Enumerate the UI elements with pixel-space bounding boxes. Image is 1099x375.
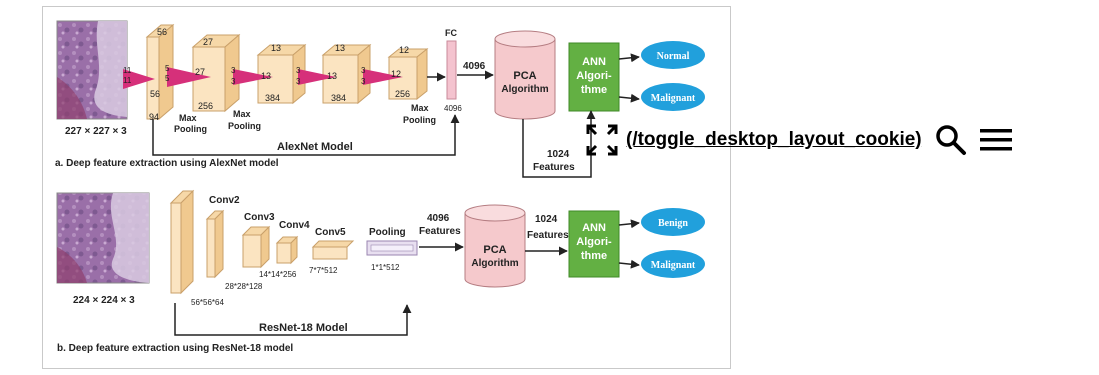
resnet-conv1-block xyxy=(169,189,195,295)
alexnet-kernel-mark: 3 xyxy=(231,77,236,86)
resnet-feature-count: 4096 xyxy=(427,213,450,224)
alexnet-fc-label: FC xyxy=(445,28,457,38)
resnet-ann-label: Algori- xyxy=(576,236,612,248)
resnet-conv5-block xyxy=(311,240,355,260)
resnet-caption: b. Deep feature extraction using ResNet-… xyxy=(57,343,293,354)
resnet-conv-dim: 14*14*256 xyxy=(259,270,297,279)
resnet-conv-dim: 28*28*128 xyxy=(225,282,263,291)
resnet-feature-label: Features xyxy=(419,226,461,237)
alexnet-pca-label: PCA xyxy=(513,70,536,82)
figure-image: 227 × 227 × 3 xyxy=(42,6,731,369)
alexnet-kernel-mark: 3 xyxy=(231,66,236,75)
alexnet-side-label: 56 xyxy=(150,89,160,99)
resnet-conv-dim: 7*7*512 xyxy=(309,266,338,275)
alexnet-kernel-mark: 11 xyxy=(123,66,132,75)
resnet-pca-cylinder xyxy=(464,204,526,288)
alexnet-output-normal xyxy=(641,41,705,69)
resnet-input-size: 224 × 224 × 3 xyxy=(73,295,135,306)
alexnet-dim-label: 56 xyxy=(157,27,167,37)
search-icon[interactable] xyxy=(934,123,968,157)
resnet-conv2-block xyxy=(205,209,225,279)
resnet-output-benign xyxy=(641,208,705,236)
alexnet-output-malignant xyxy=(641,83,705,111)
alexnet-kernel-mark: 3 xyxy=(296,66,301,75)
alexnet-dim-label: 12 xyxy=(399,45,409,55)
alexnet-reduced-label: Features xyxy=(533,162,575,173)
resnet-section: 224 × 224 × 3 Conv2 Conv3 Conv4 xyxy=(56,189,705,354)
alexnet-side-label: 384 xyxy=(331,93,346,103)
alexnet-kernel-mark: 3 xyxy=(361,66,366,75)
alexnet-filter-arrow xyxy=(233,69,273,85)
alexnet-side-label: 12 xyxy=(391,69,401,79)
resnet-conv-label: Conv4 xyxy=(279,220,310,231)
alexnet-pca-label: Algorithm xyxy=(501,84,548,95)
resnet-pool-label: Pooling xyxy=(369,227,406,238)
resnet-conv4-block xyxy=(275,235,299,265)
resnet-reduced-count: 1024 xyxy=(535,214,558,225)
alexnet-fc-layer xyxy=(446,40,457,100)
resnet-output-malignant-label: Malignant xyxy=(651,260,696,271)
resnet-reduced-label: Features xyxy=(527,230,569,241)
alexnet-kernel-mark: 3 xyxy=(361,77,366,86)
alexnet-side-label: 256 xyxy=(198,101,213,111)
alexnet-kernel-mark: 11 xyxy=(123,76,132,85)
alexnet-conv3-block xyxy=(256,43,307,105)
alexnet-ann-label: Algori- xyxy=(576,70,612,82)
alexnet-conv5-block xyxy=(387,47,429,101)
resnet-conv-dim: 56*56*64 xyxy=(191,298,224,307)
alexnet-filter-arrow xyxy=(167,67,211,87)
resnet-conv-label: Conv3 xyxy=(244,212,275,223)
alexnet-side-label: 13 xyxy=(261,71,271,81)
alexnet-dim-label: 13 xyxy=(335,43,345,53)
alexnet-filter-arrow xyxy=(363,69,403,85)
alexnet-side-label: 256 xyxy=(395,89,410,99)
alexnet-reduced-count: 1024 xyxy=(547,149,570,160)
alexnet-section: 227 × 227 × 3 xyxy=(55,20,705,178)
hamburger-menu-icon[interactable] xyxy=(978,123,1014,157)
alexnet-kernel-mark: 5 xyxy=(165,74,170,83)
resnet-conv-label: Conv5 xyxy=(315,227,346,238)
resnet-output-benign-label: Benign xyxy=(658,218,688,229)
fullscreen-icon[interactable] xyxy=(584,122,620,158)
alexnet-ann-box xyxy=(568,42,620,112)
alexnet-ann-label: ANN xyxy=(582,56,606,68)
alexnet-dim-label: 13 xyxy=(271,43,281,53)
alexnet-caption: a. Deep feature extraction using AlexNet… xyxy=(55,158,279,169)
resnet-conv3-block xyxy=(241,225,271,269)
resnet-pca-label: Algorithm xyxy=(471,258,518,269)
alexnet-filter-arrow xyxy=(123,69,155,89)
resnet-ann-box xyxy=(568,210,620,278)
alexnet-fc-count: 4096 xyxy=(444,104,462,113)
resnet-ann-label: ANN xyxy=(582,222,606,234)
resnet-pca-label: PCA xyxy=(483,244,506,256)
resnet-conv-label: Conv2 xyxy=(209,195,240,206)
toggle-desktop-layout-link[interactable]: (/toggle_desktop_layout_cookie) xyxy=(626,129,922,150)
alexnet-side-label: 27 xyxy=(195,67,205,77)
alexnet-output-malignant-label: Malignant xyxy=(651,93,696,104)
alexnet-input-size: 227 × 227 × 3 xyxy=(65,126,127,137)
alexnet-side-label: 384 xyxy=(265,93,280,103)
alexnet-side-label: 13 xyxy=(327,71,337,81)
resnet-pool-dim: 1*1*512 xyxy=(371,263,400,272)
alexnet-kernel-mark: 3 xyxy=(296,77,301,86)
alexnet-dim-label: 27 xyxy=(203,37,213,47)
alexnet-output-normal-label: Normal xyxy=(657,51,690,62)
alexnet-pca-cylinder xyxy=(494,30,556,120)
page-toolbar: (/toggle_desktop_layout_cookie) xyxy=(584,120,1014,160)
alexnet-feature-count: 4096 xyxy=(463,61,486,72)
alexnet-model-label: AlexNet Model xyxy=(277,141,353,153)
alexnet-ann-label: thme xyxy=(581,84,607,96)
resnet-ann-label: thme xyxy=(581,250,607,262)
resnet-model-label: ResNet-18 Model xyxy=(259,322,348,334)
alexnet-kernel-mark: 5 xyxy=(165,64,170,73)
resnet-output-malignant xyxy=(641,250,705,278)
alexnet-filter-arrow xyxy=(298,69,336,85)
alexnet-conv1-block xyxy=(145,23,175,121)
alexnet-side-label: 94 xyxy=(149,112,159,122)
